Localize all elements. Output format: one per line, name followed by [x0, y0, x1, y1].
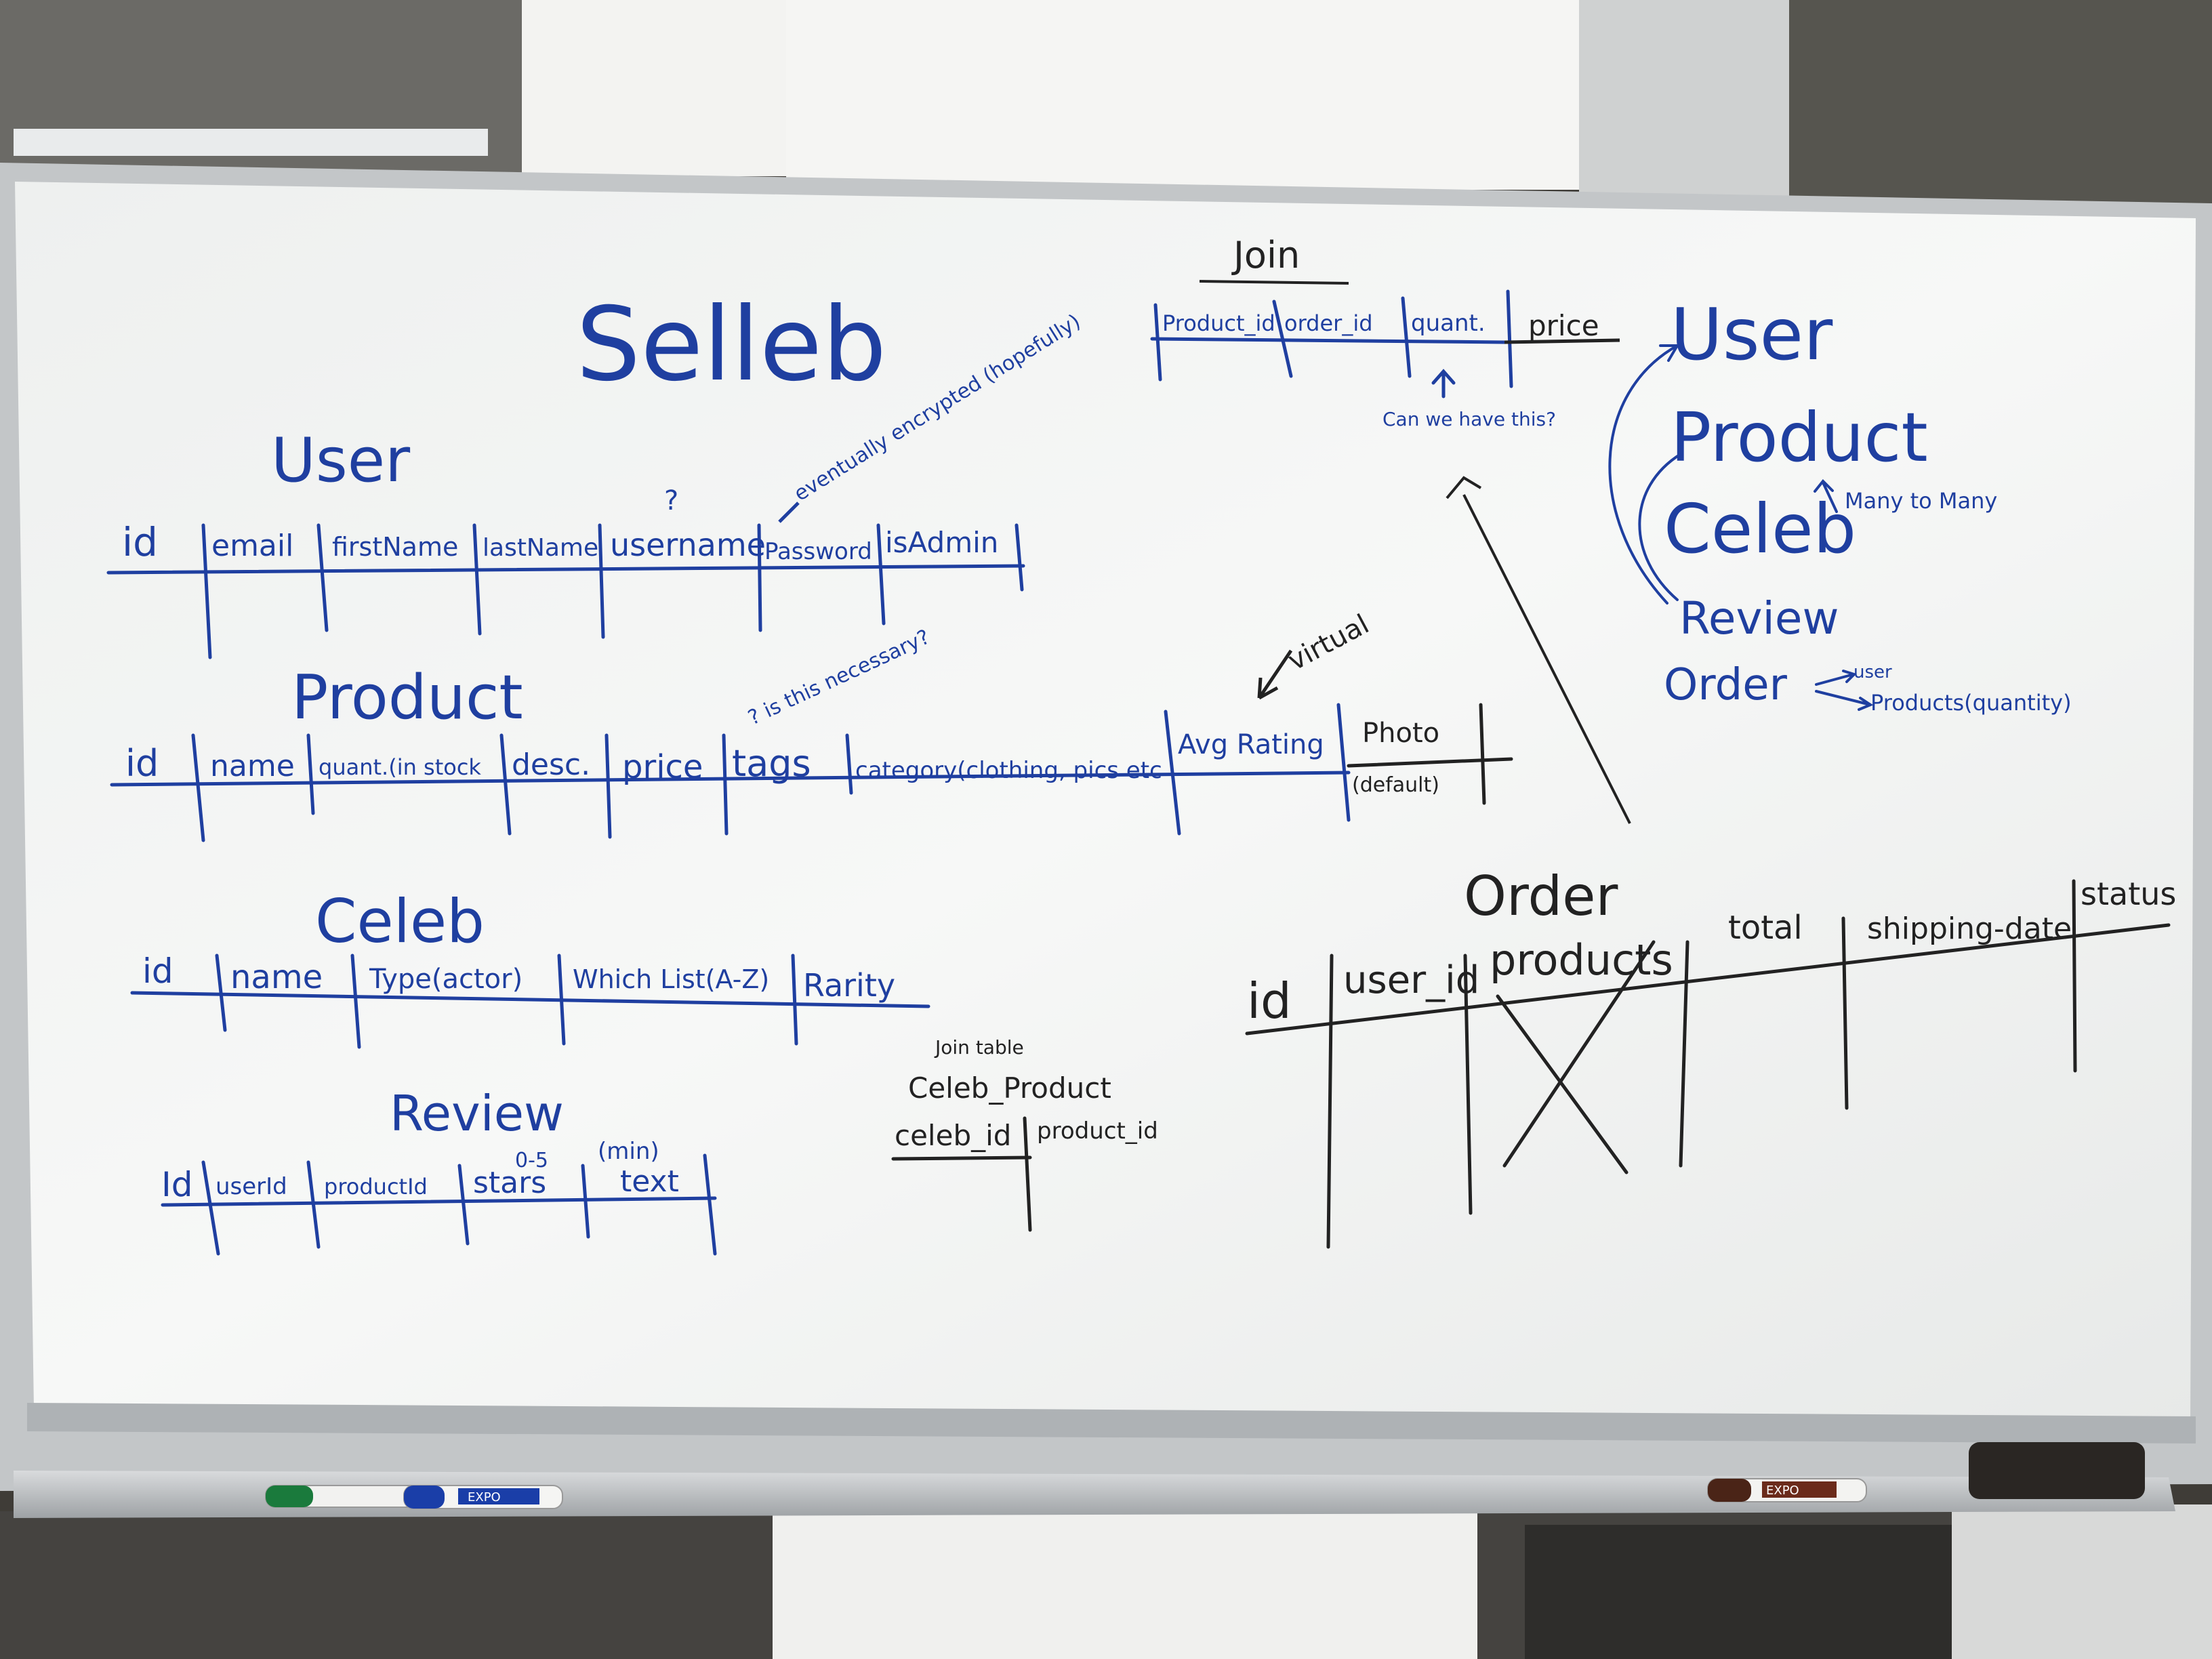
product-table-name: Product — [291, 662, 523, 733]
user-table-name: User — [271, 425, 410, 496]
user-col-username: username — [610, 527, 766, 563]
celeb-col-whichlist: Which List(A-Z) — [573, 964, 769, 994]
celeb-product-table: Join table Celeb_Product celeb_id produc… — [891, 1036, 1158, 1232]
review-text-note: (min) — [598, 1138, 659, 1165]
user-col-isadmin: isAdmin — [885, 526, 998, 559]
celeb-product-col-celebid: celeb_id — [895, 1119, 1011, 1152]
review-col-productid: productId — [324, 1174, 428, 1200]
product-col-category: category(clothing, pics etc — [855, 757, 1162, 784]
order-col-id: id — [1247, 972, 1292, 1029]
model-celeb: Celeb — [1664, 489, 1856, 569]
review-col-stars: stars — [473, 1166, 546, 1200]
blue-marker-label: EXPO — [468, 1490, 501, 1504]
eraser — [1969, 1442, 2145, 1499]
model-review: Review — [1679, 592, 1839, 644]
user-col-firstname: firstName — [332, 532, 458, 562]
review-table-name: Review — [390, 1085, 564, 1142]
join-note: Can we have this? — [1382, 408, 1556, 430]
product-col-desc: desc. — [512, 747, 590, 782]
model-order: Order — [1664, 660, 1788, 710]
user-username-note: ? — [664, 485, 678, 516]
join-table-name: Join — [1231, 234, 1300, 276]
order-table-name: Order — [1464, 865, 1618, 928]
celeb-col-id: id — [142, 951, 173, 991]
product-col-quant: quant.(in stock — [319, 754, 481, 780]
model-order-user: user — [1853, 662, 1892, 682]
markers-tray: EXPO EXPO — [265, 1442, 2145, 1509]
whiteboard — [0, 163, 2212, 1518]
product-col-id: id — [125, 742, 159, 785]
review-table: Review Id userId productId stars 0-5 tex… — [161, 1085, 717, 1256]
celeb-table-name: Celeb — [315, 886, 485, 956]
user-col-lastname: lastName — [483, 534, 598, 562]
review-col-text: text — [620, 1164, 679, 1199]
celeb-col-name: name — [230, 958, 323, 996]
product-photo-note: (default) — [1352, 773, 1439, 797]
order-table: Order id user_id products total shipping… — [1245, 865, 2176, 1249]
user-col-password: Password — [764, 538, 872, 565]
celeb-col-type: Type(actor) — [369, 964, 523, 995]
order-col-userid: user_id — [1343, 958, 1479, 1002]
model-many-to-many: Many to Many — [1845, 488, 1997, 514]
brown-marker-label: EXPO — [1766, 1483, 1799, 1498]
product-col-avgrating: Avg Rating — [1178, 729, 1324, 760]
user-col-id: id — [122, 519, 158, 565]
model-user: User — [1671, 293, 1833, 376]
brown-marker: EXPO — [1707, 1478, 1867, 1502]
order-col-status: status — [2081, 876, 2176, 912]
order-col-products: products — [1490, 935, 1673, 985]
celeb-product-col-productid: product_id — [1037, 1118, 1158, 1145]
join-col-orderid: order_id — [1284, 310, 1373, 336]
join-col-productid: Product_id — [1162, 310, 1275, 336]
celeb-product-name: Celeb_Product — [908, 1071, 1111, 1105]
product-col-photo: Photo — [1362, 718, 1439, 749]
model-product: Product — [1671, 398, 1928, 477]
join-col-quant: quant. — [1411, 310, 1486, 337]
model-order-products: Products(quantity) — [1870, 690, 2072, 716]
celeb-col-rarity: Rarity — [803, 967, 895, 1004]
green-marker — [265, 1485, 422, 1508]
board-title: Selleb — [576, 286, 886, 404]
review-stars-note: 0-5 — [515, 1149, 548, 1172]
join-table: Join Product_id order_id quant. price Ca… — [1150, 234, 1631, 824]
join-col-price: price — [1528, 309, 1599, 342]
review-col-id: Id — [161, 1165, 192, 1204]
review-col-userid: userId — [216, 1173, 287, 1200]
model-list: User Product Celeb Many to Many Review O… — [1608, 293, 2072, 716]
celeb-table: Celeb id name Type(actor) Which List(A-Z… — [130, 886, 930, 1049]
user-col-email: email — [211, 529, 293, 563]
order-col-total: total — [1728, 909, 1803, 947]
celeb-product-label: Join table — [934, 1036, 1024, 1059]
product-col-name: name — [210, 749, 295, 783]
blue-marker: EXPO — [403, 1485, 563, 1509]
